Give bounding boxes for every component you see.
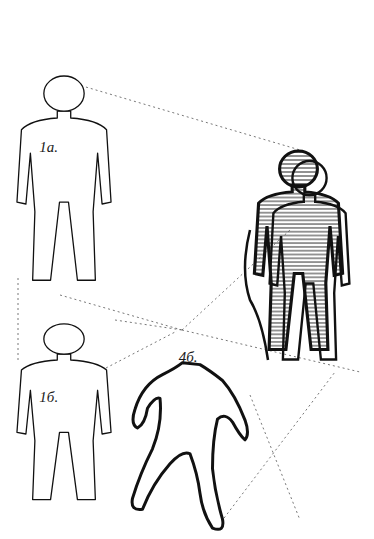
human-figure: 1а. [8,75,120,290]
superimposed-figures [245,151,349,360]
human-figure: 1б. [8,323,120,508]
dotted-projection-line [18,278,19,363]
figure-outline [8,323,120,508]
human-figure: 4б. [125,325,250,533]
figure-label: 1б. [39,390,58,405]
figure-label: 1а. [39,140,58,155]
dotted-projection-line [106,331,177,368]
figure-label: 4б. [179,350,198,365]
figure-outline [8,75,120,290]
